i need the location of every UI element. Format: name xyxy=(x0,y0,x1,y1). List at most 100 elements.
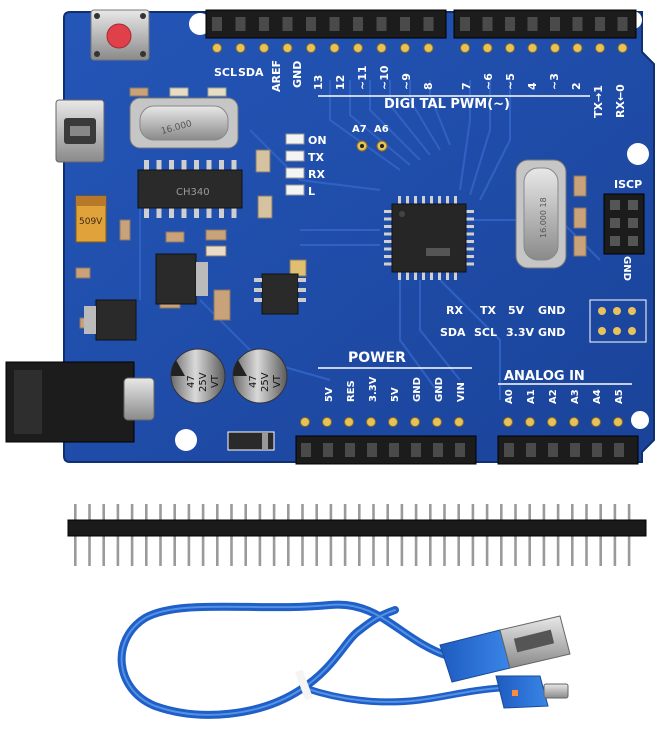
pin-label-rx0: RX←0 xyxy=(614,84,627,118)
aux-5v: 5V xyxy=(508,304,525,317)
analog-pin-a4: A4 xyxy=(592,389,603,404)
mcu-pin xyxy=(384,240,392,243)
socket-hole xyxy=(595,17,605,31)
pin-pad xyxy=(212,43,222,53)
socket-hole xyxy=(570,443,580,457)
usb-cable xyxy=(117,600,571,719)
tantalum-capacitor: 509V xyxy=(75,195,107,243)
dc-power-jack[interactable] xyxy=(5,361,155,443)
socket-hole xyxy=(353,17,363,31)
header-pin xyxy=(599,536,602,566)
isp-label: ISCP xyxy=(614,178,642,191)
header-pin xyxy=(627,536,631,566)
header-pin xyxy=(244,536,247,566)
socket-hole xyxy=(455,443,465,457)
pin-label-5: ~5 xyxy=(504,73,517,90)
socket-hole xyxy=(306,17,316,31)
socket-hole xyxy=(235,17,246,31)
header-pin xyxy=(571,504,574,520)
pin-pad xyxy=(505,43,515,53)
cap2-text-1: 47 xyxy=(248,375,259,388)
header-pin xyxy=(429,504,432,520)
header-pin xyxy=(343,504,347,520)
mcu-pin xyxy=(430,196,433,204)
electrolytic-capacitor-2: 47 25V VT xyxy=(232,348,288,404)
chip-pin xyxy=(144,160,149,170)
header-pin xyxy=(599,504,602,520)
header-pin xyxy=(287,504,290,520)
voltage-regulator xyxy=(84,253,208,341)
mcu-pin xyxy=(406,196,409,204)
mcu-pin xyxy=(398,196,401,204)
header-pin xyxy=(556,536,560,566)
mcu-pin xyxy=(466,262,474,266)
chip-pin xyxy=(169,208,174,218)
led-label-on: ON xyxy=(308,134,327,147)
pin-pad xyxy=(344,417,354,427)
microcontroller-chip xyxy=(384,196,474,280)
diode xyxy=(227,431,275,451)
cap2-text-3: VT xyxy=(272,374,283,388)
bottom-header-sockets xyxy=(301,443,624,457)
mcu-pin xyxy=(446,272,449,280)
chip-pin xyxy=(144,208,149,218)
pin-pad xyxy=(376,43,387,53)
socket-hole xyxy=(323,443,333,457)
led-label-tx: TX xyxy=(308,151,325,164)
mcu-pin xyxy=(466,240,474,243)
aux-gnd1: GND xyxy=(538,304,565,317)
socket-hole xyxy=(460,17,470,31)
socket-hole xyxy=(411,443,421,457)
pin-pad xyxy=(400,43,410,53)
label-gnd-top: GND xyxy=(291,61,304,88)
header-pin xyxy=(556,504,560,520)
mcu-pin xyxy=(384,262,392,266)
header-pin xyxy=(258,504,262,520)
pin-pad xyxy=(591,417,601,427)
header-pin xyxy=(358,504,361,520)
header-pin xyxy=(88,504,91,520)
status-leds: ON TX RX L xyxy=(285,133,327,198)
header-pin xyxy=(471,536,475,566)
header-pin xyxy=(386,536,389,566)
header-pin xyxy=(528,504,531,520)
soic-chip xyxy=(254,273,306,315)
micro-usb-port[interactable] xyxy=(55,99,105,163)
mcu-pin xyxy=(422,196,425,204)
mcu-pin xyxy=(430,272,433,280)
power-pin-res: RES xyxy=(346,380,357,402)
pin-pad xyxy=(569,417,579,427)
header-pin xyxy=(216,536,219,566)
socket-hole xyxy=(548,443,558,457)
mcu-pin xyxy=(384,210,392,213)
aux-sda: SDA xyxy=(440,326,466,339)
pin-pad xyxy=(329,43,340,53)
header-pin xyxy=(258,536,262,566)
header-pin xyxy=(159,536,162,566)
digital-pin-pads xyxy=(212,43,628,53)
header-pin xyxy=(216,504,219,520)
digital-header-right[interactable] xyxy=(453,9,637,39)
header-pin xyxy=(414,504,418,520)
power-pin-gnd-b: GND xyxy=(434,377,445,402)
header-pin xyxy=(201,536,205,566)
header-pin xyxy=(542,504,546,520)
reset-button[interactable] xyxy=(90,9,150,61)
chip-pin xyxy=(219,208,224,218)
chip-pin xyxy=(181,160,187,170)
mcu-pin xyxy=(406,272,409,280)
mcu-pin xyxy=(466,210,474,213)
isp-header[interactable]: ISCP GND xyxy=(603,178,645,281)
chip-pin xyxy=(156,160,162,170)
pin-pad xyxy=(300,417,310,427)
header-pin xyxy=(386,504,389,520)
chip-pin xyxy=(231,160,237,170)
mcu-pin xyxy=(384,247,392,251)
mcu-pin xyxy=(466,255,474,258)
header-pin xyxy=(301,536,304,566)
chip-pin xyxy=(194,160,199,170)
socket-hole xyxy=(423,17,434,31)
cap1-text-2: 25V xyxy=(198,372,209,392)
header-pin xyxy=(500,536,503,566)
